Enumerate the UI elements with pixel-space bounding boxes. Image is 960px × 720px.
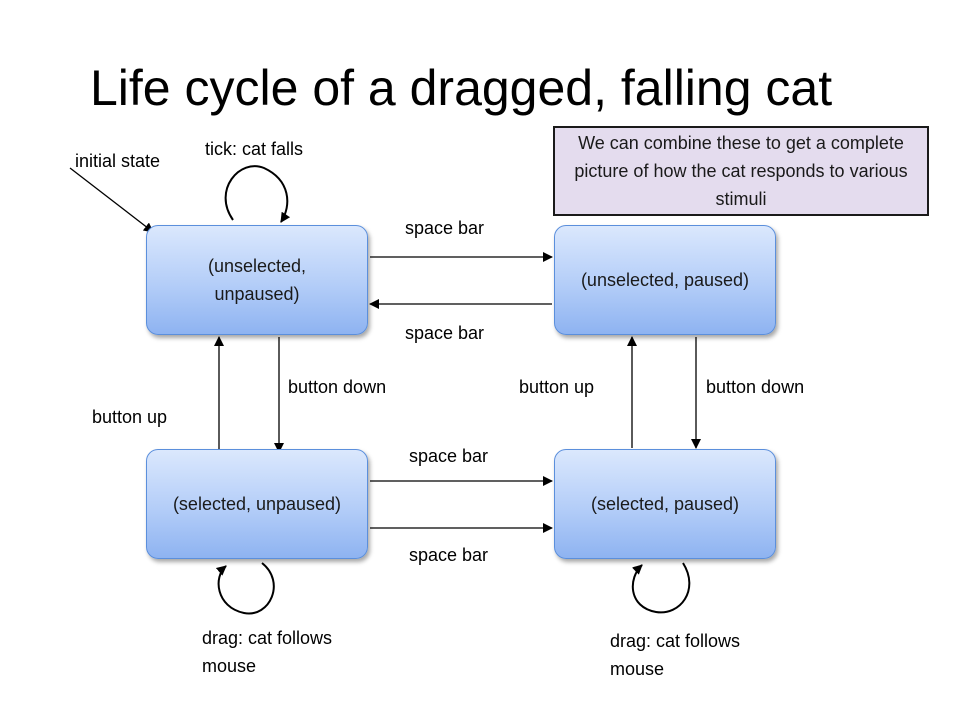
space-bar-label-top-2: space bar <box>405 323 485 343</box>
button-down-label-left: button down <box>288 377 387 397</box>
initial-state-label: initial state <box>75 151 161 171</box>
state-selected-unpaused: (selected, unpaused) <box>146 449 368 559</box>
state-selected-paused: (selected, paused) <box>554 449 776 559</box>
button-down-label-right: button down <box>706 377 805 397</box>
tick-self-loop <box>224 165 291 223</box>
space-bar-label-bottom-1: space bar <box>409 446 489 466</box>
button-up-label-right: button up <box>519 377 595 397</box>
initial-arrow <box>69 167 154 233</box>
slide-title: Life cycle of a dragged, falling cat <box>90 60 833 116</box>
note-box: We can combine these to get a complete p… <box>553 126 929 216</box>
drag-self-loop-left <box>215 562 275 615</box>
drag-label-left: drag: cat follows mouse <box>202 628 333 676</box>
tick-label: tick: cat falls <box>205 139 304 159</box>
drag-label-right: drag: cat follows mouse <box>610 631 741 679</box>
state-unselected-paused: (unselected, paused) <box>554 225 776 335</box>
state-unselected-unpaused: (unselected, unpaused) <box>146 225 368 335</box>
button-up-label-left: button up <box>92 407 168 427</box>
space-bar-label-top-1: space bar <box>405 218 485 238</box>
drag-self-loop-right <box>631 562 691 614</box>
space-bar-label-bottom-2: space bar <box>409 545 489 565</box>
